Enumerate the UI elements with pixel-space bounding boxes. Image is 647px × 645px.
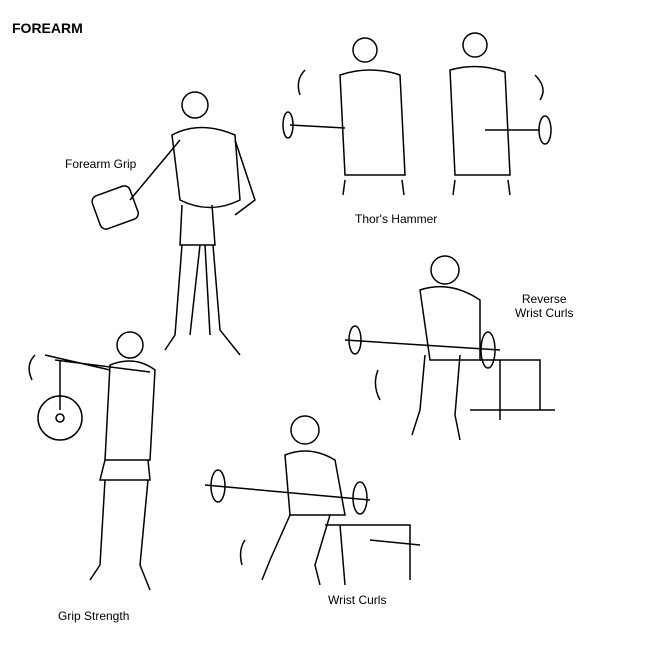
wrist-curls-label: Wrist Curls — [328, 593, 387, 607]
wrist-curls-figure — [204, 415, 421, 586]
reverse-wrist-curls-label: Reverse Wrist Curls — [515, 292, 573, 320]
forearm-grip-figure — [91, 91, 256, 356]
page-title: FOREARM — [12, 20, 83, 36]
reverse-wrist-curls-line2: Wrist Curls — [515, 306, 574, 320]
forearm-grip-label: Forearm Grip — [65, 157, 137, 171]
grip-strength-figure — [28, 331, 156, 591]
grip-strength-label: Grip Strength — [58, 609, 130, 623]
thors-hammer-figure — [282, 32, 552, 196]
reverse-wrist-curls-figure — [344, 255, 555, 441]
thors-hammer-label: Thor's Hammer — [355, 212, 438, 226]
reverse-wrist-curls-line1: Reverse — [521, 292, 567, 306]
